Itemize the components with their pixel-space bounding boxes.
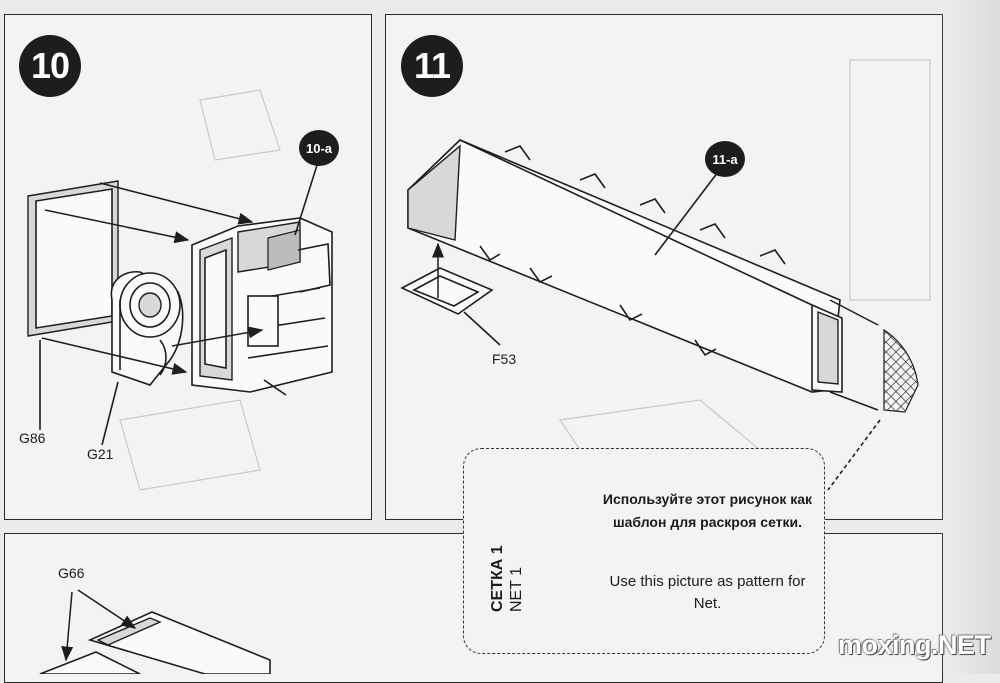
watermark: moxing.NET	[838, 630, 991, 660]
net-vertical-label: СЕТКА 1 NET 1	[488, 545, 526, 612]
callout-10a: 10-a	[299, 130, 339, 166]
net-label-ru: СЕТКА 1	[489, 545, 506, 612]
part-g66	[39, 589, 271, 674]
callout-11a: 11-a	[705, 141, 745, 177]
part-label-g66: G66	[58, 565, 85, 581]
step-10-badge: 10	[19, 35, 81, 97]
part-label-f53: F53	[492, 351, 517, 367]
step-11-badge: 11	[401, 35, 463, 97]
part-g86-sheet	[27, 180, 119, 430]
step-10-arrows	[41, 182, 264, 375]
net-template-note	[463, 448, 825, 654]
part-10a-housing	[191, 161, 333, 396]
mesh-net-pattern	[827, 328, 919, 491]
net-label-en: NET 1	[508, 566, 525, 612]
part-label-g86: G86	[19, 430, 46, 446]
part-11a-body	[407, 139, 879, 411]
part-f53-plate	[400, 242, 501, 346]
page-edge-shade	[940, 0, 1000, 674]
note-text-ru: Используйте этот рисунок как шаблон для …	[602, 491, 813, 530]
note-text-en: Use this picture as pattern for Net.	[609, 573, 806, 612]
part-g21	[101, 271, 184, 446]
part-label-g21: G21	[87, 446, 114, 462]
